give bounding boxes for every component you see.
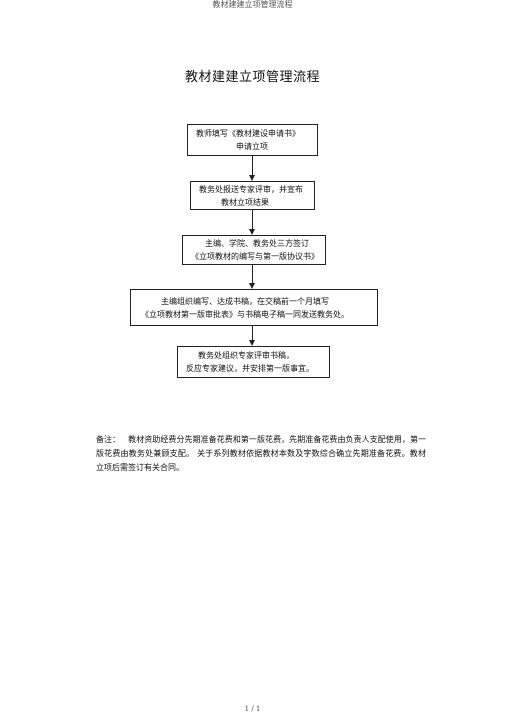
flow-connector-3 (252, 265, 253, 284)
flow-connector-2 (252, 210, 253, 230)
flow-step-2-line-2: 教材立项结果 (221, 197, 269, 207)
flow-step-4-line-1: 主编组织编写、达成书稿，在交稿前一个月填写 (161, 296, 329, 306)
note-text: 教材资助经费分先期准备花费和第一版花费，先期准备花费由负责人支配使用，第一版花费… (96, 435, 426, 472)
flow-step-1: 教师填写《教材建设申请书》 申请立项 (187, 124, 318, 156)
flow-step-5: 教务处组织专家评审书稿， 反应专家建议，并安排第一版事宜。 (177, 346, 330, 378)
flow-arrow-1-icon (249, 175, 255, 181)
flow-connector-4 (252, 326, 253, 341)
note-paragraph: 备注：教材资助经费分先期准备花费和第一版花费，先期准备花费由负责人支配使用，第一… (96, 433, 426, 475)
flow-step-4-line-2: 《立项教材第一版审批表》与书稿电子稿一同发送教务处。 (141, 309, 349, 319)
flow-connector-1 (252, 156, 253, 176)
flow-step-3: 主编、学院、教务处三方签订 《立项教材的编写与第一版协议书》 (182, 235, 326, 265)
flow-arrow-4-icon (249, 340, 255, 346)
flow-step-4: 主编组织编写、达成书稿，在交稿前一个月填写 《立项教材第一版审批表》与书稿电子稿… (130, 289, 378, 326)
page-number: 1 / 1 (244, 705, 261, 713)
page-title: 教材建建立项管理流程 (184, 70, 320, 85)
flow-arrow-3-icon (249, 283, 255, 289)
flow-step-1-line-1: 教师填写《教材建设申请书》 (196, 129, 300, 138)
flow-arrow-2-icon (249, 229, 255, 235)
flow-step-1-line-2: 申请立项 (236, 142, 268, 151)
running-header: 教材建建立项管理流程 (212, 0, 293, 9)
flow-step-2: 教务处报送专家评审，并宣布 教材立项结果 (190, 181, 315, 210)
note-label: 备注： (96, 435, 121, 444)
flow-step-5-line-2: 反应专家建议，并安排第一版事宜。 (186, 364, 314, 373)
flow-step-2-line-1: 教务处报送专家评审，并宣布 (199, 184, 303, 194)
flow-step-3-line-1: 主编、学院、教务处三方签订 (205, 239, 309, 248)
flow-step-3-line-2: 《立项教材的编写与第一版协议书》 (191, 252, 319, 261)
flow-step-5-line-1: 教务处组织专家评审书稿， (198, 351, 294, 360)
